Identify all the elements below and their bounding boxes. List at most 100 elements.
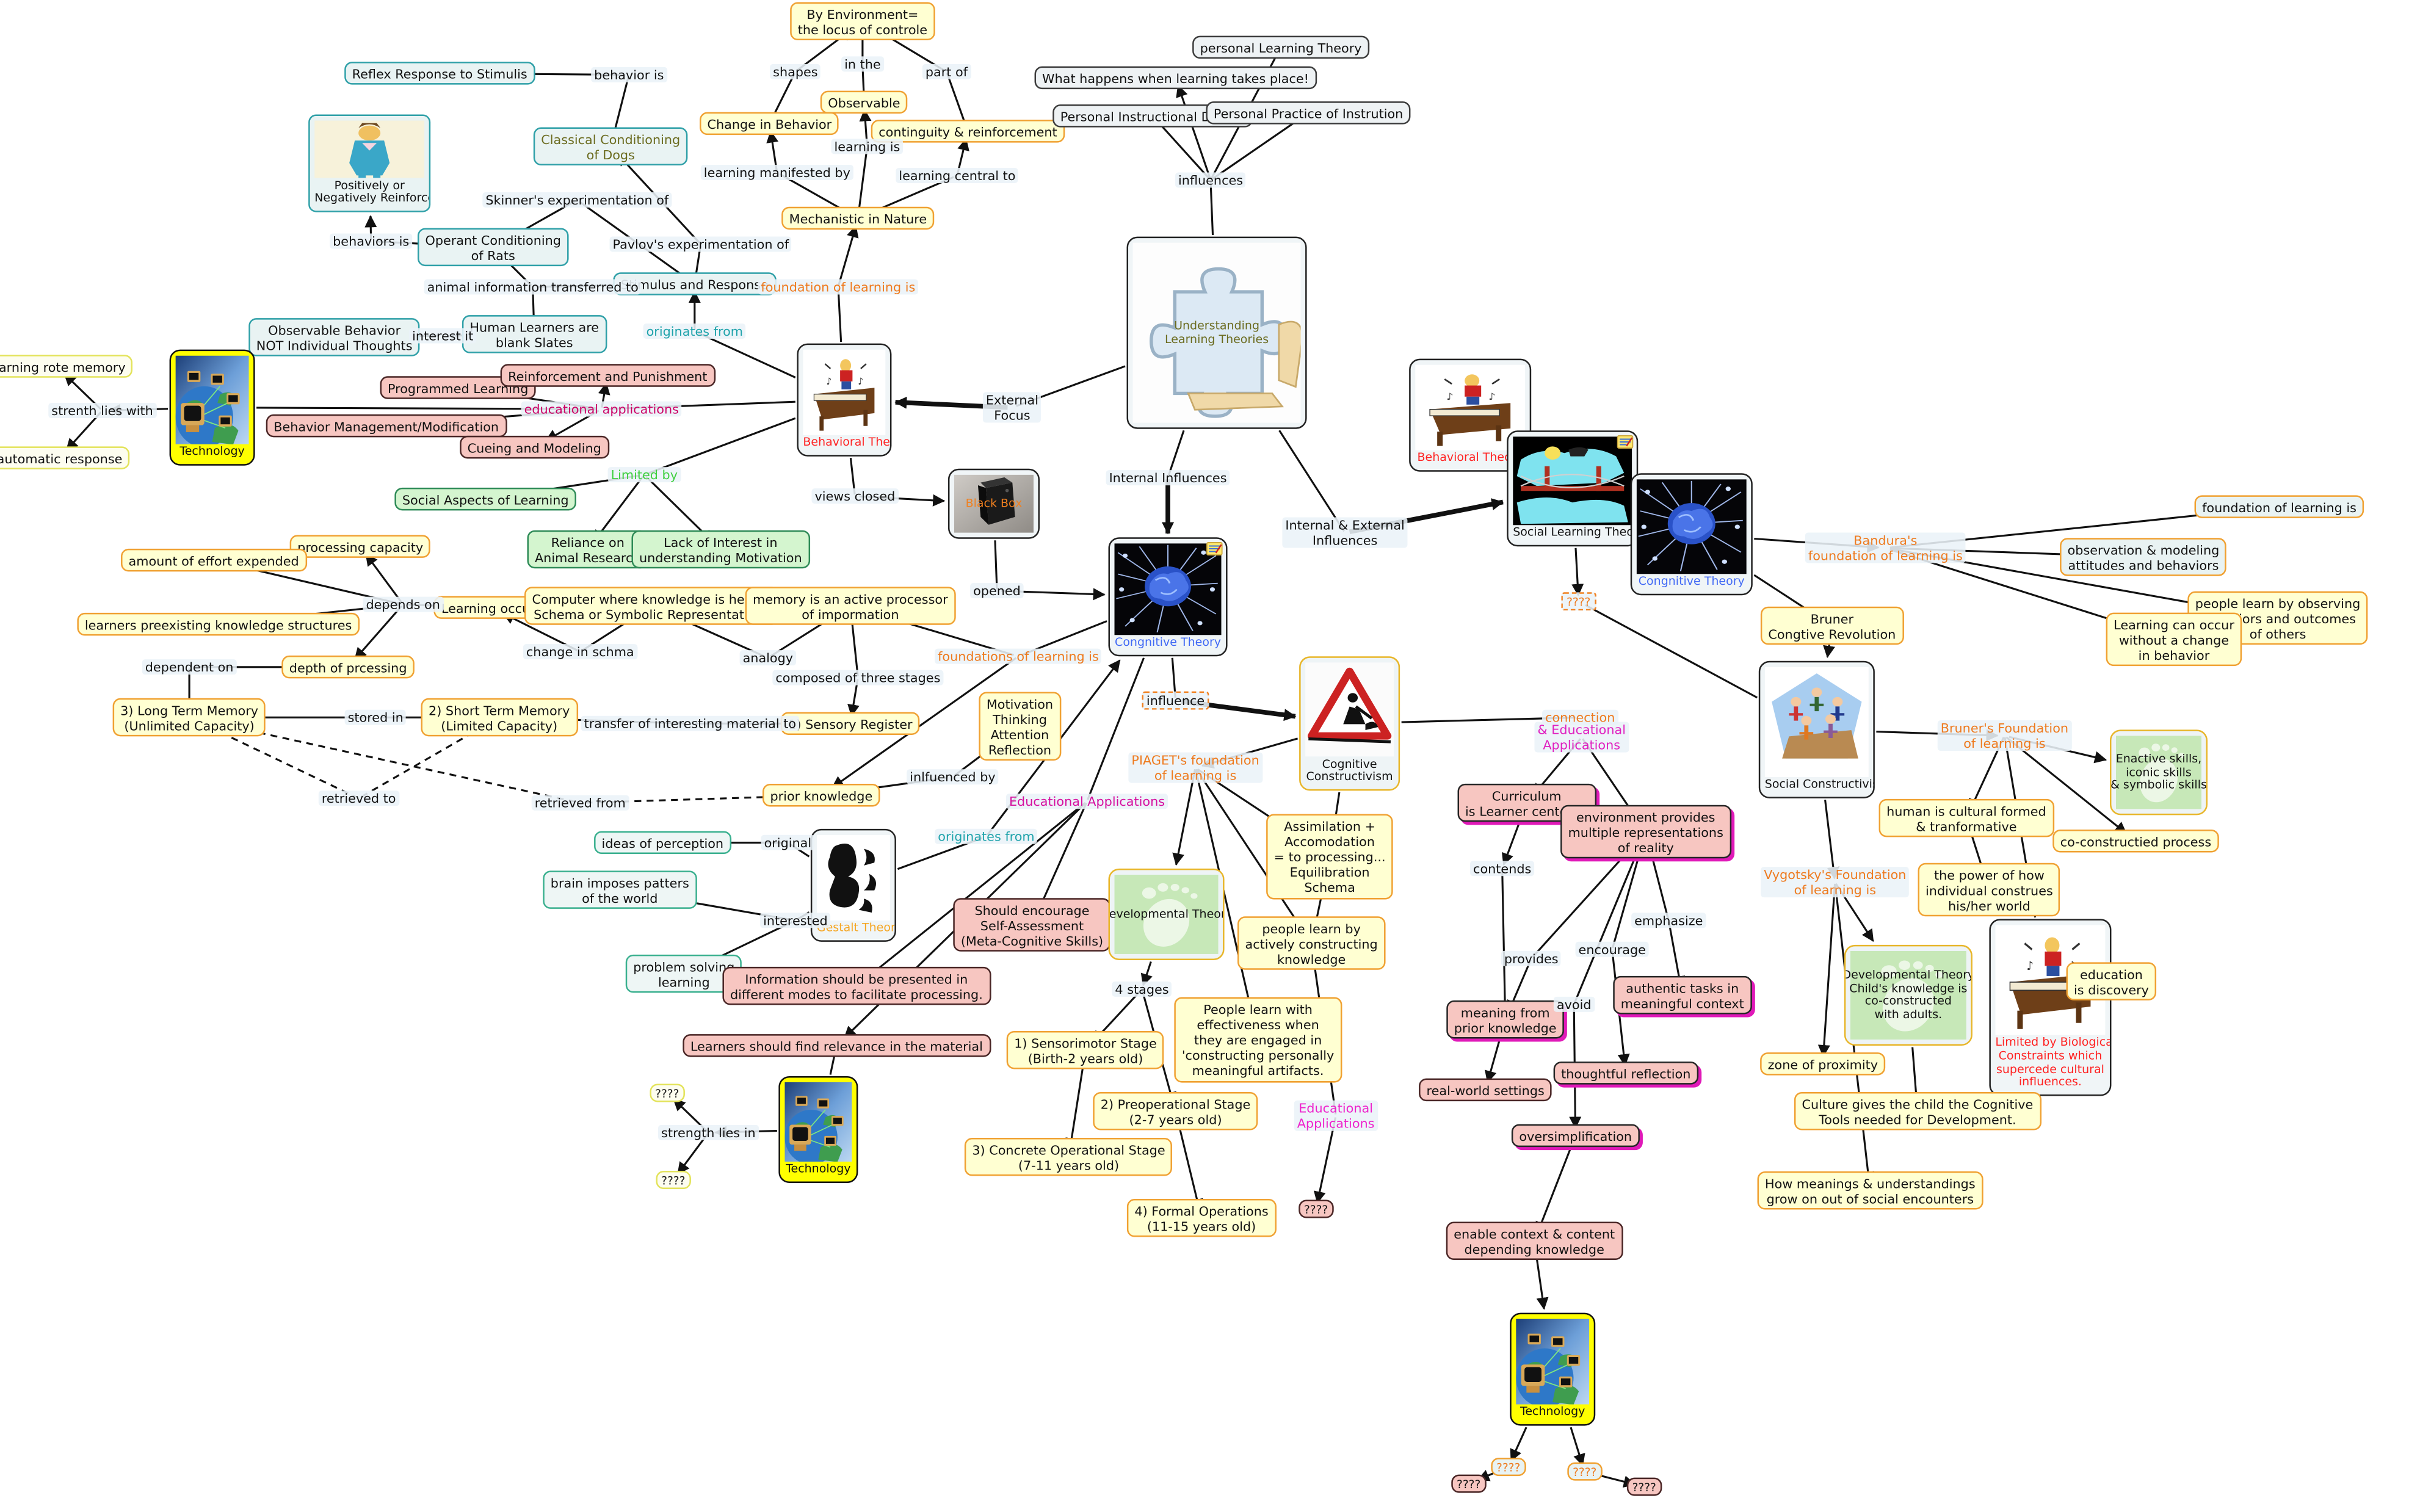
lack-interest[interactable]: Lack of Interest in understanding Motiva… bbox=[631, 530, 810, 569]
technology-3[interactable]: Technology bbox=[778, 1076, 858, 1184]
enable-context[interactable]: enable context & content depending knowl… bbox=[1446, 1221, 1623, 1261]
bridge-image bbox=[1513, 436, 1632, 526]
operant[interactable]: Operant Conditioning of Rats bbox=[417, 228, 569, 267]
people-learn-effect[interactable]: People learn with effectiveness when the… bbox=[1174, 997, 1342, 1082]
learners-preexisting[interactable]: learners preexisting knowledge structure… bbox=[77, 612, 360, 636]
edge-black-box--l-opened bbox=[994, 540, 998, 590]
l-analogy: analogy bbox=[739, 650, 797, 666]
dev-theory[interactable]: Developmental Theory bbox=[1108, 868, 1225, 960]
cog-theory-2[interactable]: Congnitive Theory bbox=[1630, 473, 1753, 596]
real-world[interactable]: real-world settings bbox=[1419, 1078, 1552, 1102]
meaning-from[interactable]: meaning from prior knowledge bbox=[1446, 1000, 1565, 1039]
co-constructied[interactable]: co-constructied process bbox=[2052, 829, 2219, 853]
foundation-learning-box[interactable]: foundation of learning is bbox=[2194, 495, 2364, 519]
by-environment[interactable]: By Environment= the locus of controle bbox=[790, 2, 935, 41]
cueing-modeling[interactable]: Cueing and Modeling bbox=[460, 435, 609, 459]
technology-2[interactable]: Technology bbox=[1510, 1312, 1596, 1426]
dev-theory-2[interactable]: Developmental Theory Child's knowledge i… bbox=[1844, 944, 1972, 1046]
what-happens[interactable]: What happens when learning takes place! bbox=[1034, 66, 1317, 90]
reinforcement-punishment[interactable]: Reinforcement and Punishment bbox=[500, 364, 715, 388]
learning-rote[interactable]: learning rote memory bbox=[0, 355, 134, 378]
stage-2[interactable]: 2) Preoperational Stage (2-7 years old) bbox=[1093, 1091, 1258, 1131]
technology-1[interactable]: Technology bbox=[169, 349, 255, 466]
cognitive-constructivism[interactable]: Cognitive Constructivism bbox=[1299, 656, 1400, 791]
stage-4[interactable]: 4) Formal Operations (11-15 years old) bbox=[1126, 1199, 1277, 1238]
edge-stage-2--stage-4 bbox=[1176, 1116, 1203, 1212]
stage-3[interactable]: 3) Concrete Operational Stage (7-11 year… bbox=[964, 1137, 1173, 1177]
brain-image bbox=[1114, 543, 1222, 635]
l-provides: provides bbox=[1501, 950, 1562, 967]
resource-icon[interactable] bbox=[1206, 541, 1223, 556]
observable-behavior[interactable]: Observable Behavior NOT Individual Thoug… bbox=[248, 318, 421, 357]
observation-modeling[interactable]: observation & modeling attitudes and beh… bbox=[2060, 538, 2227, 577]
classical[interactable]: Classical Conditioning of Dogs bbox=[533, 127, 688, 166]
social-aspects[interactable]: Social Aspects of Learning bbox=[394, 487, 577, 511]
personal-lt[interactable]: personal Learning Theory bbox=[1192, 35, 1370, 59]
edu-discovery[interactable]: education is discovery bbox=[2066, 962, 2157, 1001]
enactive-skills[interactable]: Enactive skills, iconic skills & symboli… bbox=[2109, 729, 2208, 816]
pos-neg[interactable]: Positively or Negatively Reinforced. bbox=[308, 114, 431, 212]
unknown-pink-1[interactable]: ???? bbox=[1299, 1199, 1333, 1218]
human-learners[interactable]: Human Learners are blank Slates bbox=[462, 315, 607, 354]
behav-theory-2[interactable]: ♪♪Behavioral Theory bbox=[1409, 358, 1532, 472]
assimilation[interactable]: Assimilation + Accomodation = to process… bbox=[1266, 814, 1394, 899]
change-behavior[interactable]: Change in Behavior bbox=[700, 112, 839, 136]
learners-find[interactable]: Learners should find relevance in the ma… bbox=[683, 1034, 991, 1057]
behavior-mgmt[interactable]: Behavior Management/Modification bbox=[266, 414, 507, 438]
unknown-orange-3[interactable]: ???? bbox=[1567, 1462, 1603, 1481]
authentic-tasks[interactable]: authentic tasks in meaningful context bbox=[1613, 975, 1752, 1015]
zone-proximity[interactable]: zone of proximity bbox=[1760, 1052, 1886, 1076]
environment-provides[interactable]: environment provides multiple representa… bbox=[1560, 805, 1731, 859]
processing-capacity[interactable]: processing capacity bbox=[289, 535, 431, 559]
unknown-yellow-2[interactable]: ???? bbox=[656, 1170, 691, 1190]
depth-processing[interactable]: depth of prcessing bbox=[281, 655, 415, 679]
ideas-perception[interactable]: ideas of perception bbox=[594, 831, 731, 855]
l-dependent-on: dependent on bbox=[142, 659, 237, 675]
limited-biological[interactable]: ♪♪Limited by Biological Constraints whic… bbox=[1989, 919, 2112, 1096]
prior-knowledge[interactable]: prior knowledge bbox=[762, 783, 880, 807]
oversimplification[interactable]: oversimplification bbox=[1511, 1124, 1640, 1148]
behav-theory-1[interactable]: ♪♪Behavioral Theory bbox=[797, 343, 892, 457]
info-presented[interactable]: Information should be presented in diffe… bbox=[722, 966, 991, 1005]
reliance-animal[interactable]: Reliance on Animal Research bbox=[527, 530, 649, 569]
how-meanings[interactable]: How meanings & understandings grow on ou… bbox=[1757, 1171, 1983, 1210]
learning-can-occur[interactable]: Learning can occur without a change in b… bbox=[2106, 612, 2242, 667]
motivation-thinking[interactable]: Motivation Thinking Attention Reflection bbox=[979, 692, 1061, 762]
l-interested: interested bbox=[760, 913, 831, 928]
short-term[interactable]: 2) Short Term Memory (Limited Capacity) bbox=[421, 698, 578, 737]
social-lt[interactable]: Social Learning Theory bbox=[1507, 430, 1639, 547]
thoughtful-reflection[interactable]: thoughtful reflection bbox=[1553, 1062, 1698, 1085]
culture-gives[interactable]: Culture gives the child the Cognitive To… bbox=[1794, 1091, 2041, 1131]
stage-1[interactable]: 1) Sensorimotor Stage (Birth-2 years old… bbox=[1006, 1030, 1165, 1070]
amount-effort[interactable]: amount of effort expended bbox=[121, 548, 307, 572]
resource-icon[interactable] bbox=[1617, 435, 1634, 449]
people-learn-by[interactable]: people learn by actively constructing kn… bbox=[1237, 916, 1386, 971]
reflex[interactable]: Reflex Response to Stimulis bbox=[344, 62, 535, 85]
sensory-register[interactable]: 1) Sensory Register bbox=[780, 712, 921, 736]
automatic-response[interactable]: automatic response bbox=[0, 446, 130, 470]
should-encourage[interactable]: Should encourage Self-Assessment (Meta-C… bbox=[953, 898, 1111, 952]
memory-active[interactable]: memory is an active processor of imporma… bbox=[745, 587, 956, 626]
unknown-orange-2[interactable]: ???? bbox=[1491, 1458, 1526, 1477]
power-of-how[interactable]: the power of how individual construes hi… bbox=[1918, 863, 2061, 917]
unknown-pink-3[interactable]: ???? bbox=[1626, 1477, 1662, 1496]
l-influence: influence bbox=[1142, 691, 1209, 710]
personal-pi[interactable]: Personal Practice of Instrution bbox=[1206, 101, 1411, 125]
social-constructivism[interactable]: Social Constructivism bbox=[1758, 660, 1875, 798]
l-retrieved-to: retrieved to bbox=[318, 790, 399, 806]
unknown-orange-1: ???? bbox=[1561, 592, 1596, 611]
observable[interactable]: Observable bbox=[820, 90, 908, 114]
unknown-yellow-1[interactable]: ???? bbox=[650, 1083, 685, 1102]
cog-theory-1-label: Congnitive Theory bbox=[1115, 635, 1222, 649]
mechanistic[interactable]: Mechanistic in Nature bbox=[781, 206, 935, 230]
piano-image: ♪♪ bbox=[1415, 364, 1526, 451]
bruner-revolution[interactable]: Bruner Congtive Revolution bbox=[1760, 606, 1904, 645]
human-cultural[interactable]: human is cultural formed & tranformative bbox=[1878, 798, 2054, 837]
unknown-pink-2[interactable]: ???? bbox=[1451, 1474, 1487, 1493]
brain-imposes[interactable]: brain imposes patters of the world bbox=[543, 870, 697, 910]
understanding[interactable]: Understanding Learning Theories bbox=[1126, 236, 1307, 429]
black-box[interactable]: Black Box bbox=[947, 468, 1040, 539]
cog-theory-1[interactable]: Congnitive Theory bbox=[1108, 537, 1228, 657]
computer-where[interactable]: Computer where knowledge is held in Sche… bbox=[524, 587, 780, 626]
long-term[interactable]: 3) Long Term Memory (Unlimited Capacity) bbox=[112, 698, 266, 737]
